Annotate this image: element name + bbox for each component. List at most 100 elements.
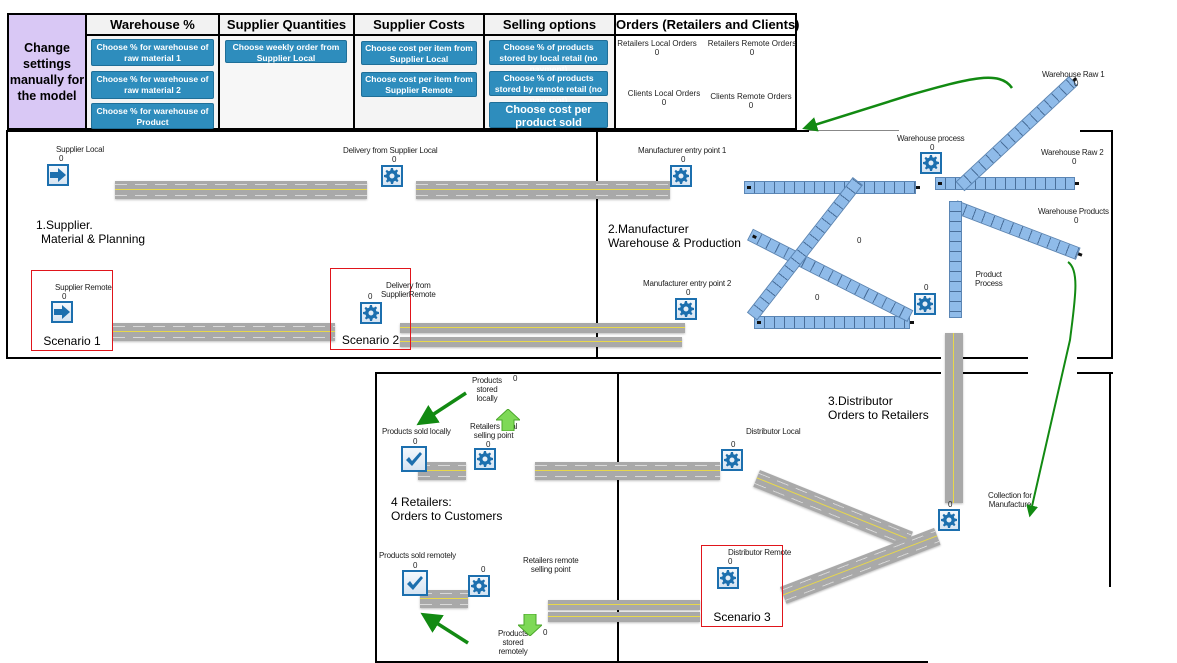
checkmark-icon: [407, 576, 423, 590]
retailers-remote-selling-point-node[interactable]: [468, 575, 490, 597]
collection-for-manufacture-count: 0: [948, 500, 953, 509]
road-local-selling: [418, 462, 466, 480]
road-supplier-local: [115, 181, 367, 199]
supplier-local-label: Supplier Local: [56, 145, 104, 154]
conveyor-cross-1-count: 0: [857, 236, 862, 245]
retailers-remote-selling-point-label: Retailers remote selling point: [523, 556, 579, 574]
warehouse-raw-1-percent-button[interactable]: Choose % for warehouse of raw material 1: [91, 39, 214, 66]
arrow-up-icon[interactable]: [496, 409, 520, 431]
distributor-remote-node[interactable]: [717, 567, 739, 589]
frame-border: [596, 357, 941, 359]
warehouse-products-label: Warehouse Products: [1038, 207, 1109, 216]
frame-border: [596, 130, 809, 132]
warehouse-raw-1-count: 0: [1074, 79, 1079, 88]
distributor-local-count: 0: [731, 440, 736, 449]
manufacturer-entry-1-count: 0: [681, 155, 686, 164]
scenario-2-box: Scenario 2: [330, 268, 411, 350]
retailers-local-selling-point-count: 0: [486, 440, 491, 449]
local-retail-stored-percent-button[interactable]: Choose % of products stored by local ret…: [489, 40, 608, 74]
distributor-local-node[interactable]: [721, 449, 743, 471]
scenario-1-box: Scenario 1: [31, 270, 113, 351]
cost-supplier-local-button[interactable]: Choose cost per item from Supplier Local: [361, 41, 477, 65]
products-sold-locally-count: 0: [413, 437, 418, 446]
column-header: Orders (Retailers and Clients): [616, 15, 800, 36]
retailers-remote-orders: Retailers Remote Orders 0: [704, 39, 800, 57]
gear-icon: [720, 570, 736, 586]
delivery-remote-node[interactable]: [360, 302, 382, 324]
arrow-right-icon: [54, 305, 70, 319]
frame-divider: [596, 130, 598, 359]
supplier-remote-node[interactable]: [51, 301, 73, 323]
supplier-quantities-column: Supplier Quantities Choose weekly order …: [218, 15, 353, 128]
clients-local-orders: Clients Local Orders 0: [619, 89, 709, 107]
gear-icon: [477, 451, 493, 467]
column-header: Supplier Costs: [355, 15, 483, 36]
supplier-remote-count: 0: [62, 292, 67, 301]
products-sold-remotely-node[interactable]: [402, 570, 428, 596]
settings-panel: Change settings manually for the model W…: [7, 13, 800, 130]
column-header: Selling options: [485, 15, 614, 36]
counter-label: Clients Remote Orders: [710, 92, 792, 101]
clients-remote-orders: Clients Remote Orders 0: [706, 92, 796, 110]
warehouse-raw-2-percent-button[interactable]: Choose % for warehouse of raw material 2: [91, 71, 214, 99]
distributor-section-title: 3.Distributor Orders to Retailers: [828, 394, 929, 422]
delivery-local-node[interactable]: [381, 165, 403, 187]
manufacturer-entry-2-node[interactable]: [675, 298, 697, 320]
delivery-remote-label: Delivery from SupplierRemote: [381, 281, 436, 299]
product-process-count: 0: [924, 283, 929, 292]
warehouse-process-count: 0: [930, 143, 935, 152]
cost-supplier-remote-button[interactable]: Choose cost per item from Supplier Remot…: [361, 72, 477, 97]
road-distributor-remote-2: [548, 612, 700, 622]
collection-for-manufacture-node[interactable]: [938, 509, 960, 531]
retailers-remote-selling-point-count: 0: [481, 565, 486, 574]
road-distributor-remote-diagonal: [780, 527, 941, 604]
retailers-local-orders: Retailers Local Orders 0: [612, 39, 702, 57]
arrow-down-icon[interactable]: [518, 614, 542, 636]
road-distributor-local: [535, 462, 720, 480]
conveyor-entry-1: [744, 181, 920, 194]
products-sold-locally-node[interactable]: [401, 446, 427, 472]
manufacturer-entry-1-node[interactable]: [670, 165, 692, 187]
manufacturer-entry-2-count: 0: [686, 288, 691, 297]
counter-value: 0: [654, 48, 660, 57]
counter-value: 0: [749, 48, 755, 57]
flow-arrow-stored-to-sold-locally: [416, 391, 467, 426]
products-stored-remotely-count: 0: [543, 628, 548, 637]
retailers-local-selling-point-node[interactable]: [474, 448, 496, 470]
manufacturer-entry-1-label: Manufacturer entry point 1: [638, 146, 727, 155]
conveyor-cross-1: [747, 228, 914, 323]
cost-per-product-sold-button[interactable]: Choose cost per product sold: [489, 102, 608, 129]
frame-border: [1077, 372, 1113, 374]
frame-border: [963, 372, 1028, 374]
warehouse-process-node[interactable]: [920, 152, 942, 174]
products-stored-remotely-label: Products stored remotely: [498, 629, 528, 656]
conveyor-product-process: [949, 201, 962, 318]
products-sold-remotely-count: 0: [413, 561, 418, 570]
orders-column: Orders (Retailers and Clients) Retailers…: [612, 15, 800, 128]
frame-border: [963, 357, 1028, 359]
counter-label: Clients Local Orders: [627, 89, 701, 98]
conveyor-entry-2: [754, 316, 914, 329]
manufacturer-entry-2-label: Manufacturer entry point 2: [643, 279, 732, 288]
supplier-local-node[interactable]: [47, 164, 69, 186]
warehouse-product-percent-button[interactable]: Choose % for warehouse of Product: [91, 103, 214, 129]
flow-arrow-products-to-collection: [1026, 261, 1077, 518]
product-process-node[interactable]: [914, 293, 936, 315]
supplier-costs-column: Supplier Costs Choose cost per item from…: [353, 15, 483, 128]
frame-divider: [617, 372, 619, 663]
road-delivery-local: [416, 181, 670, 199]
frame-border: [1080, 130, 1113, 132]
warehouse-raw-1-label: Warehouse Raw 1: [1042, 70, 1105, 79]
selling-options-column: Selling options Choose % of products sto…: [483, 15, 614, 129]
conveyor-warehouse-raw-1: [955, 76, 1078, 192]
delivery-local-label: Delivery from Supplier Local: [343, 146, 438, 155]
remote-retail-stored-percent-button[interactable]: Choose % of products stored by remote re…: [489, 71, 608, 105]
frame-border: [1077, 357, 1113, 359]
products-stored-locally-count: 0: [513, 374, 518, 383]
weekly-order-supplier-local-button[interactable]: Choose weekly order from Supplier Local: [225, 40, 347, 63]
warehouse-raw-2-label: Warehouse Raw 2: [1041, 148, 1104, 157]
counter-value: 0: [661, 98, 667, 107]
gear-icon: [724, 452, 740, 468]
warehouse-percent-column: Warehouse % Choose % for warehouse of ra…: [85, 15, 218, 129]
gear-icon: [941, 512, 957, 528]
